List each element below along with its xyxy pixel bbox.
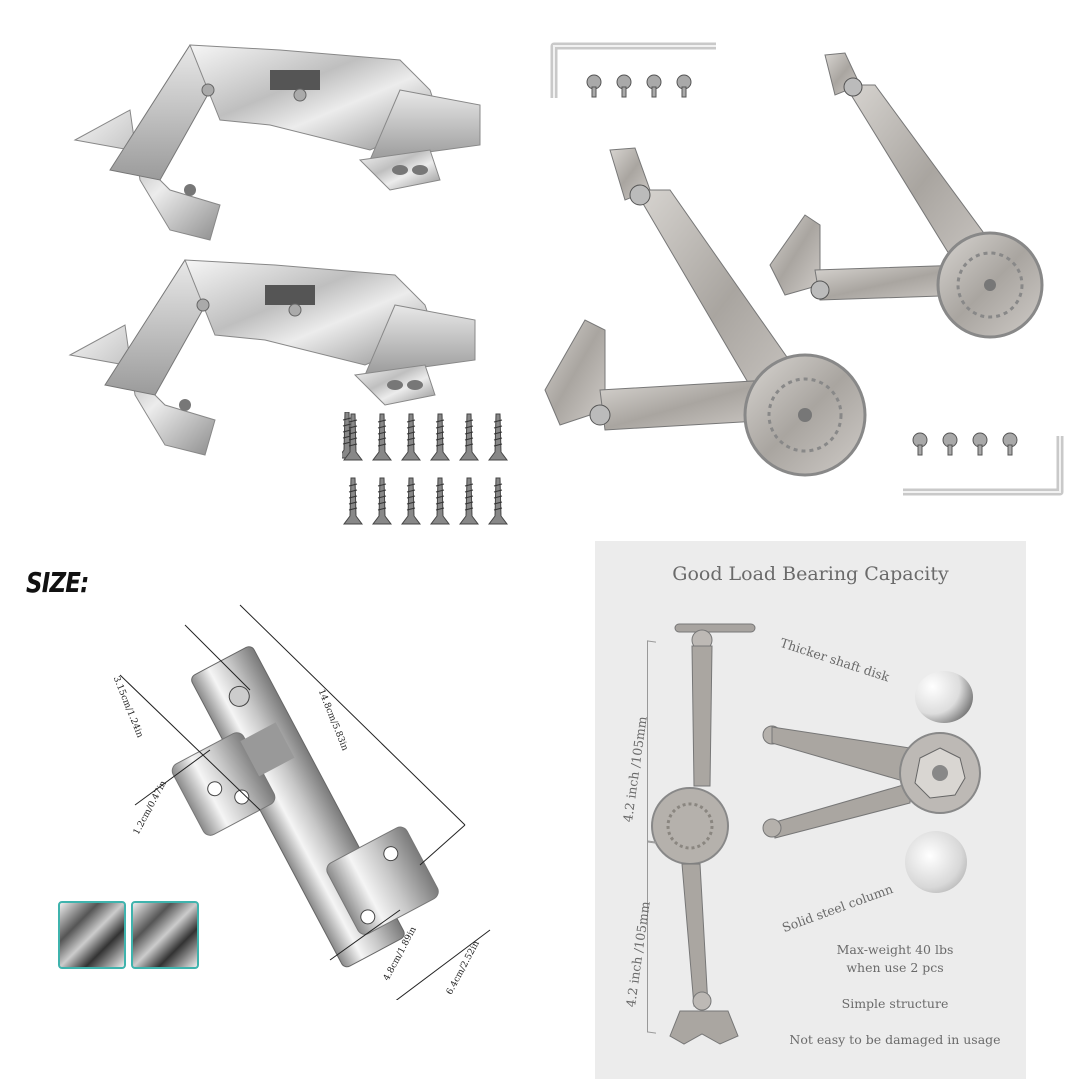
detail-thumbnail-2: [131, 901, 199, 969]
feature-not-easy-damaged: Not easy to be damaged in usage: [789, 1032, 1001, 1047]
feature-simple-structure: Simple structure: [841, 996, 949, 1011]
lid-stays-product-photo: [540, 20, 1080, 520]
hex-key-icon: [550, 42, 716, 98]
steel-column-closeup: [905, 831, 967, 893]
upper-arm-length-label: 4.2 inch /105mm: [620, 715, 650, 824]
small-screws-icon: [586, 74, 692, 98]
callout-thicker-shaft-disk: Thicker shaft disk: [778, 635, 892, 685]
hinges-product-photo: [60, 20, 540, 540]
panel-title: Good Load Bearing Capacity: [672, 563, 949, 585]
size-heading: SIZE:: [26, 566, 89, 599]
small-screws-icon: [912, 432, 1018, 456]
lid-stay-vertical-icon: [651, 623, 756, 1045]
feature-when-use: when use 2 pcs: [846, 960, 944, 975]
concealed-hinge-icon: [73, 44, 481, 241]
lower-arm-bracket: [647, 840, 656, 1034]
hinge-dimension-diagram: 3.15cm/1.24in 14.8cm/5.83in 1.2cm/0.47in…: [100, 600, 500, 1000]
shaft-disk-closeup: [915, 671, 973, 723]
lid-stay-icon: [544, 147, 867, 477]
load-bearing-panel: Good Load Bearing Capacity 4.2 inch /105…: [595, 541, 1026, 1079]
lid-stay-horizontal-icon: [762, 725, 981, 839]
feature-max-weight: Max-weight 40 lbs: [836, 942, 954, 957]
hinge-diagram-icon: [119, 604, 491, 1000]
hex-key-icon: [903, 436, 1064, 496]
callout-solid-steel-column: Solid steel column: [780, 881, 895, 936]
lid-stay-icon: [769, 52, 1044, 339]
detail-thumbnail-1: [58, 901, 126, 969]
concealed-hinge-icon: [68, 259, 476, 456]
upper-arm-bracket: [647, 640, 656, 844]
screws-icon: [342, 412, 508, 525]
